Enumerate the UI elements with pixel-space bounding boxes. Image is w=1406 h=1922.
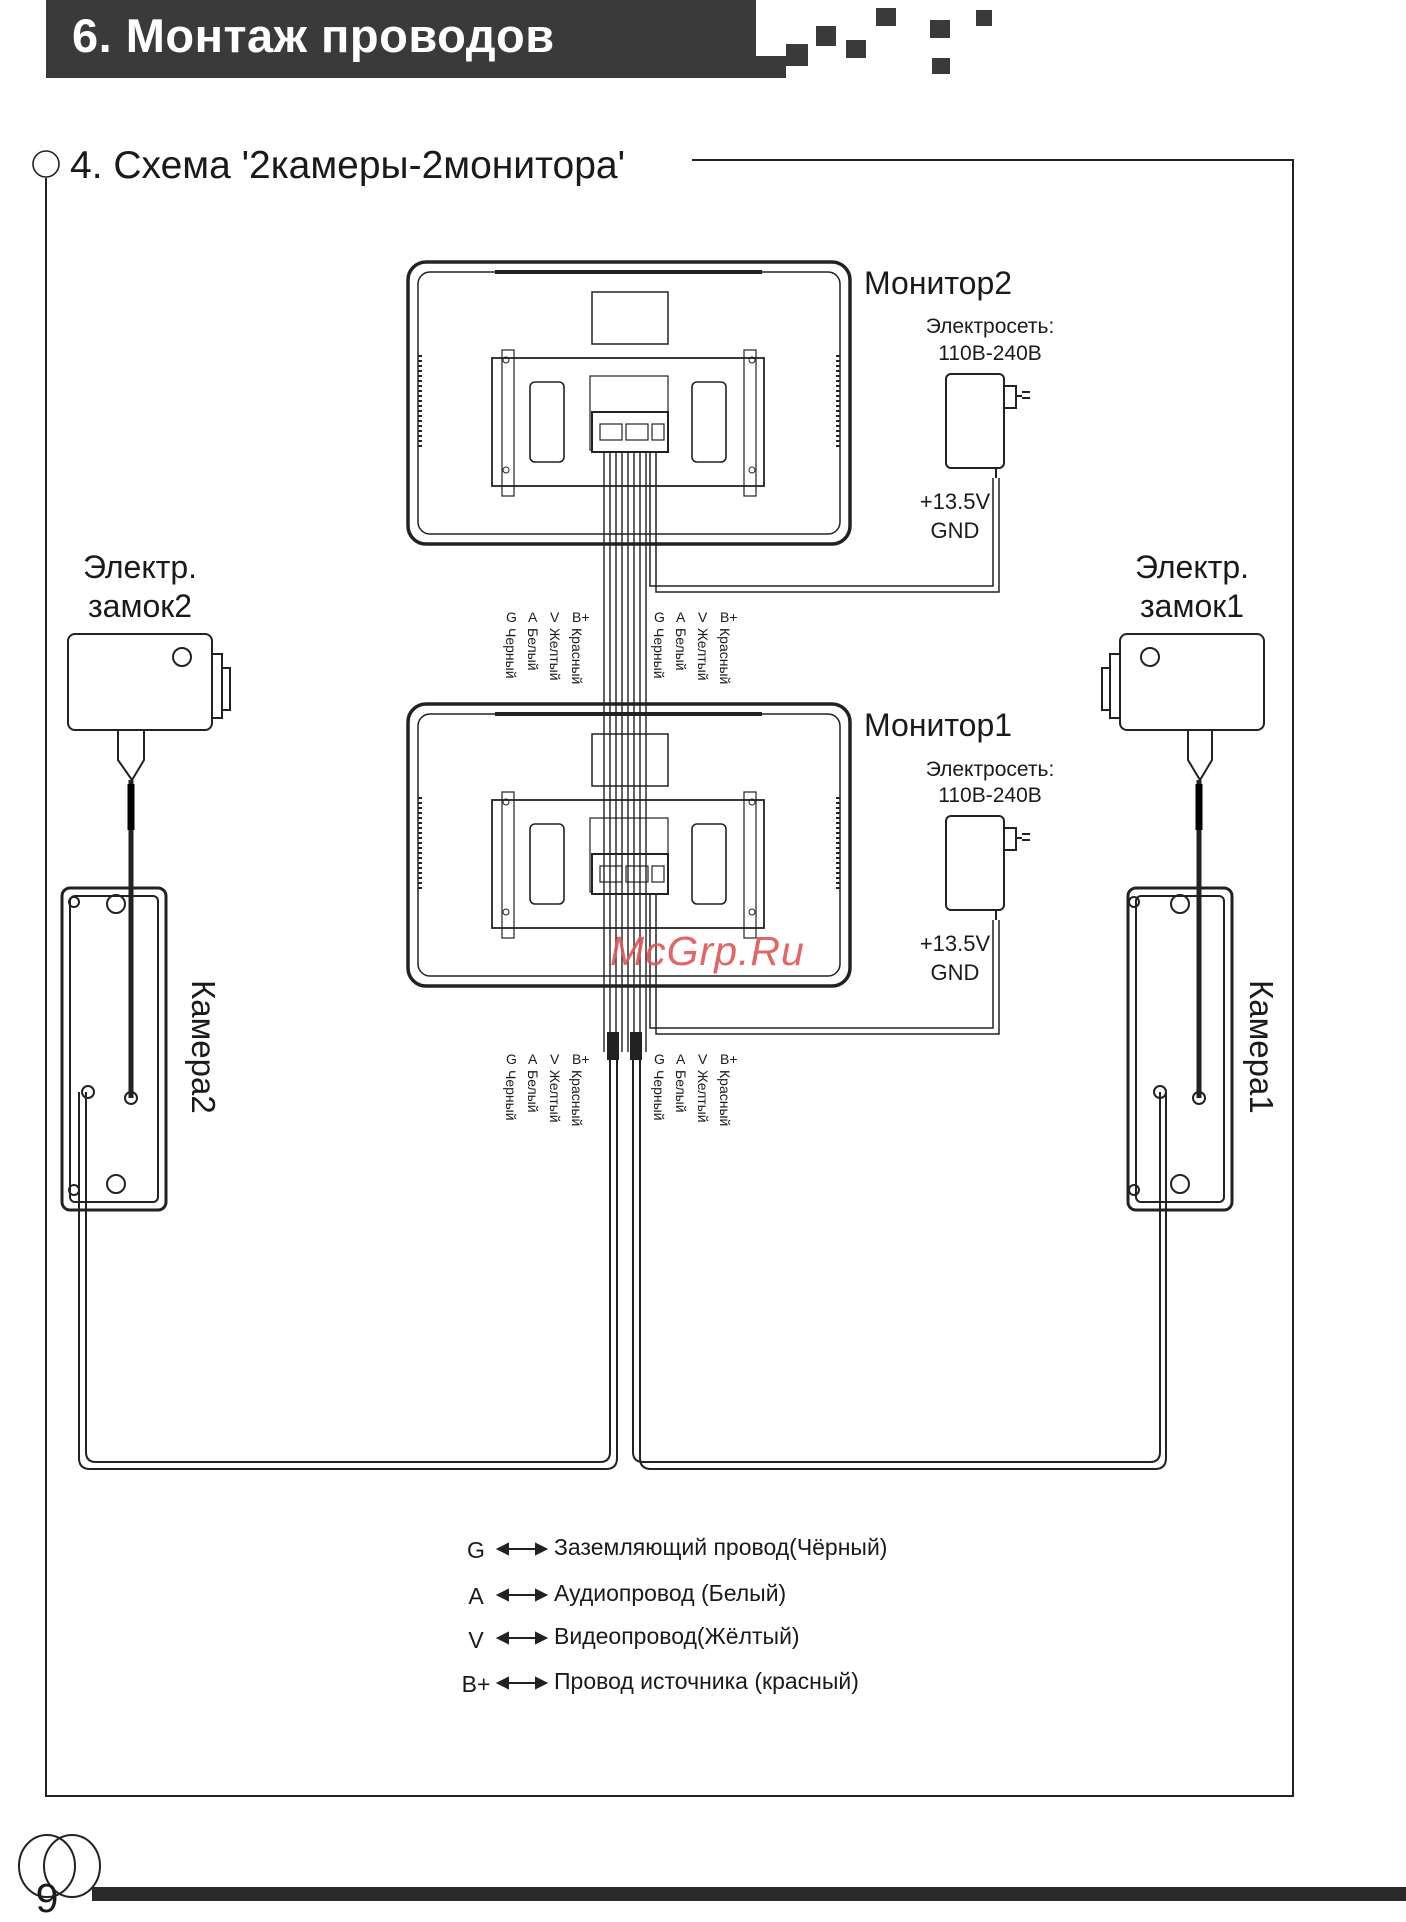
legend-row: B+ Провод источника (красный) bbox=[462, 1668, 859, 1697]
monitor1-power-line1: Электросеть: bbox=[926, 758, 1055, 781]
camera2-cable bbox=[78, 1060, 618, 1470]
double-arrow-icon bbox=[495, 1542, 549, 1556]
legend-row: A Аудиопровод (Белый) bbox=[468, 1580, 786, 1609]
wire-letter: V bbox=[698, 1051, 708, 1067]
wire-color: Желтый bbox=[695, 1070, 711, 1123]
monitor1-voltage: +13.5V bbox=[920, 931, 991, 956]
lock1-label-line2: замок1 bbox=[1140, 588, 1244, 624]
wire-letter: V bbox=[550, 1051, 560, 1067]
monitor2-voltage: +13.5V bbox=[920, 489, 991, 514]
legend-text: Видеопровод(Жёлтый) bbox=[554, 1623, 800, 1649]
legend-row: G Заземляющий провод(Чёрный) bbox=[467, 1534, 887, 1563]
wire-color: Черный bbox=[651, 628, 667, 679]
wire-color: Черный bbox=[503, 628, 519, 679]
monitor2-gnd: GND bbox=[931, 518, 980, 543]
header-decoration bbox=[756, 8, 992, 78]
legend-text: Заземляющий провод(Чёрный) bbox=[554, 1534, 887, 1560]
wire-letter: A bbox=[676, 1051, 686, 1067]
wire-letter: A bbox=[676, 609, 686, 625]
double-arrow-icon bbox=[495, 1588, 549, 1602]
wire-letter: B+ bbox=[572, 1051, 590, 1067]
power-adapter2 bbox=[945, 373, 1030, 478]
wire-letter: A bbox=[528, 1051, 538, 1067]
wire-color: Желтый bbox=[695, 628, 711, 681]
lock2-label-line2: замок2 bbox=[88, 588, 192, 624]
monitor1-gnd: GND bbox=[931, 960, 980, 985]
power-adapter1 bbox=[945, 815, 1030, 920]
camera1-cable bbox=[632, 1060, 1167, 1470]
lock1-label-line1: Электр. bbox=[1135, 549, 1249, 585]
legend-text: Провод источника (красный) bbox=[554, 1668, 859, 1694]
monitor2-label: Монитор2 bbox=[864, 265, 1012, 301]
legend-code: V bbox=[468, 1627, 484, 1653]
monitor2 bbox=[406, 260, 852, 546]
wire-labels-upper-left: G A V B+ Черный Белый Желтый Красный bbox=[503, 609, 590, 684]
wire-color: Красный bbox=[569, 1070, 585, 1126]
legend-text: Аудиопровод (Белый) bbox=[554, 1580, 786, 1606]
watermark: McGrp.Ru bbox=[610, 928, 805, 974]
wire-labels-upper-right: G A V B+ Черный Белый Желтый Красный bbox=[651, 609, 738, 684]
electric-lock2 bbox=[67, 633, 231, 1098]
legend-row: V Видеопровод(Жёлтый) bbox=[468, 1623, 799, 1653]
page-number: 9 bbox=[35, 1875, 59, 1921]
monitor2-power-line2: 110В-240В bbox=[938, 342, 1042, 365]
wire-letter: V bbox=[550, 609, 560, 625]
legend-code: A bbox=[468, 1583, 484, 1609]
wire-letter: A bbox=[528, 609, 538, 625]
legend-code: G bbox=[467, 1537, 485, 1563]
monitor2-power-line1: Электросеть: bbox=[926, 315, 1055, 338]
wire-letter: B+ bbox=[720, 609, 738, 625]
wire-letter: G bbox=[506, 609, 517, 625]
wire-color: Черный bbox=[503, 1070, 519, 1121]
lock2-label-line1: Электр. bbox=[83, 549, 197, 585]
page-title: 6. Монтаж проводов bbox=[72, 9, 555, 62]
monitor1-power-line2: 110В-240В bbox=[938, 784, 1042, 807]
footer-decoration bbox=[18, 1834, 101, 1898]
wire-letter: G bbox=[506, 1051, 517, 1067]
wire-color: Белый bbox=[673, 628, 689, 671]
footer-bar bbox=[92, 1887, 1406, 1901]
double-arrow-icon bbox=[495, 1631, 549, 1645]
double-arrow-icon bbox=[495, 1676, 549, 1690]
wire-letter: B+ bbox=[572, 609, 590, 625]
wire-color: Красный bbox=[717, 1070, 733, 1126]
cable-ends bbox=[607, 1032, 642, 1060]
wire-color: Белый bbox=[525, 1070, 541, 1113]
wire-letter: B+ bbox=[720, 1051, 738, 1067]
camera1 bbox=[1126, 886, 1234, 1212]
camera2 bbox=[60, 886, 168, 1212]
monitor1-label: Монитор1 bbox=[864, 707, 1012, 743]
bus-wires bbox=[603, 452, 647, 1052]
wire-color: Желтый bbox=[547, 628, 563, 681]
header-bar bbox=[46, 0, 756, 78]
legend-code: B+ bbox=[462, 1671, 491, 1697]
wire-color: Белый bbox=[673, 1070, 689, 1113]
wire-labels-lower-left: G A V B+ Черный Белый Желтый Красный bbox=[503, 1051, 590, 1126]
wire-letter: G bbox=[654, 1051, 665, 1067]
section-title: 4. Схема '2камеры-2монитора' bbox=[70, 144, 625, 187]
camera2-label: Камера2 bbox=[185, 980, 222, 1114]
wire-color: Красный bbox=[569, 628, 585, 684]
wire-letter: G bbox=[654, 609, 665, 625]
wire-color: Черный bbox=[651, 1070, 667, 1121]
section-frame bbox=[32, 150, 1294, 1797]
wire-color: Белый bbox=[525, 628, 541, 671]
wire-color: Желтый bbox=[547, 1070, 563, 1123]
power-cable2 bbox=[649, 452, 1000, 593]
camera1-label: Камера1 bbox=[1243, 980, 1280, 1114]
wire-labels-lower-right: G A V B+ Черный Белый Желтый Красный bbox=[651, 1051, 738, 1126]
electric-lock1 bbox=[1101, 633, 1265, 1098]
wire-color: Красный bbox=[717, 628, 733, 684]
legend: G Заземляющий провод(Чёрный) A Аудиопров… bbox=[462, 1534, 888, 1697]
power-cable1 bbox=[649, 894, 1000, 1035]
wire-letter: V bbox=[698, 609, 708, 625]
